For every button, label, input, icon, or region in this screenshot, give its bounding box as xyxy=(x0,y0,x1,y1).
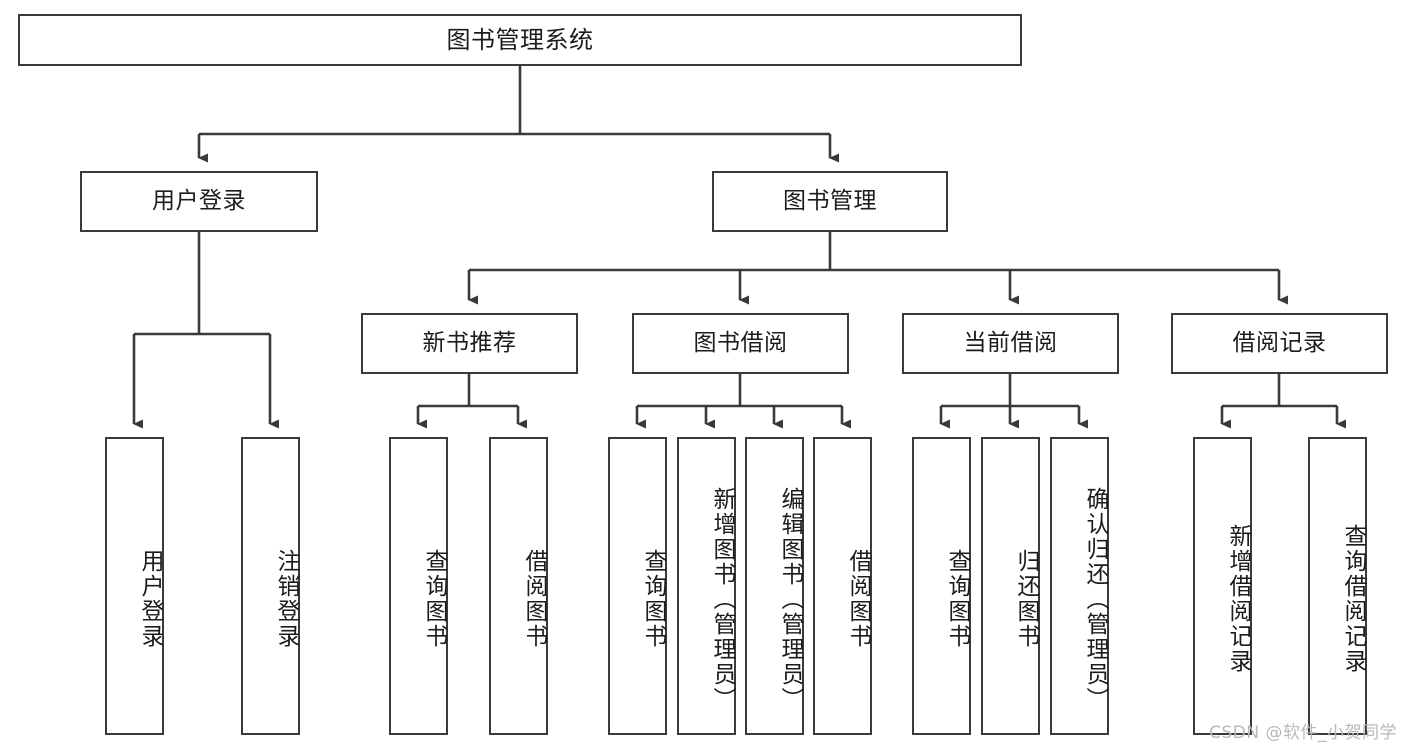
node-new-book-recommend-label: 新书推荐 xyxy=(422,329,517,356)
leaf-current-query-book-label: 查询图书 xyxy=(944,549,970,649)
node-book-borrow-label: 图书借阅 xyxy=(693,329,788,356)
leaf-new-book-query-label: 查询图书 xyxy=(421,549,447,649)
leaf-edit-book-admin-label: 编辑图书（管理员） xyxy=(777,486,803,712)
leaf-new-book-query[interactable]: 查询图书 xyxy=(389,437,448,735)
leaf-confirm-return-admin-label: 确认归还（管理员） xyxy=(1082,486,1108,712)
node-borrow-record-label: 借阅记录 xyxy=(1232,329,1327,356)
node-current-borrow-label: 当前借阅 xyxy=(963,329,1058,356)
leaf-user-login[interactable]: 用户登录 xyxy=(105,437,164,735)
leaf-query-borrow-record[interactable]: 查询借阅记录 xyxy=(1308,437,1367,735)
leaf-user-login-label: 用户登录 xyxy=(137,549,163,649)
node-user-login[interactable]: 用户登录 xyxy=(80,171,318,232)
leaf-query-borrow-record-label: 查询借阅记录 xyxy=(1340,524,1366,674)
leaf-new-book-borrow-label: 借阅图书 xyxy=(521,549,547,649)
node-borrow-record[interactable]: 借阅记录 xyxy=(1171,313,1388,374)
leaf-new-book-borrow[interactable]: 借阅图书 xyxy=(489,437,548,735)
leaf-return-book[interactable]: 归还图书 xyxy=(981,437,1040,735)
leaf-current-query-book[interactable]: 查询图书 xyxy=(912,437,971,735)
node-book-borrow[interactable]: 图书借阅 xyxy=(632,313,849,374)
leaf-return-book-label: 归还图书 xyxy=(1013,549,1039,649)
leaf-borrow-query-book[interactable]: 查询图书 xyxy=(608,437,667,735)
leaf-borrow-book-label: 借阅图书 xyxy=(845,549,871,649)
leaf-confirm-return-admin[interactable]: 确认归还（管理员） xyxy=(1050,437,1109,735)
leaf-add-borrow-record[interactable]: 新增借阅记录 xyxy=(1193,437,1252,735)
node-new-book-recommend[interactable]: 新书推荐 xyxy=(361,313,578,374)
leaf-logout-label: 注销登录 xyxy=(273,549,299,649)
leaf-edit-book-admin[interactable]: 编辑图书（管理员） xyxy=(745,437,804,735)
node-book-management[interactable]: 图书管理 xyxy=(712,171,948,232)
leaf-borrow-book[interactable]: 借阅图书 xyxy=(813,437,872,735)
node-user-login-label: 用户登录 xyxy=(152,187,246,214)
leaf-borrow-query-book-label: 查询图书 xyxy=(640,549,666,649)
leaf-add-borrow-record-label: 新增借阅记录 xyxy=(1225,524,1251,674)
leaf-add-book-admin-label: 新增图书（管理员） xyxy=(709,486,735,712)
node-book-management-label: 图书管理 xyxy=(783,187,877,214)
leaf-logout[interactable]: 注销登录 xyxy=(241,437,300,735)
watermark: CSDN @软件_小贺同学 xyxy=(1209,723,1397,743)
node-current-borrow[interactable]: 当前借阅 xyxy=(902,313,1119,374)
node-root-label: 图书管理系统 xyxy=(446,25,594,54)
node-root[interactable]: 图书管理系统 xyxy=(18,14,1022,66)
leaf-add-book-admin[interactable]: 新增图书（管理员） xyxy=(677,437,736,735)
